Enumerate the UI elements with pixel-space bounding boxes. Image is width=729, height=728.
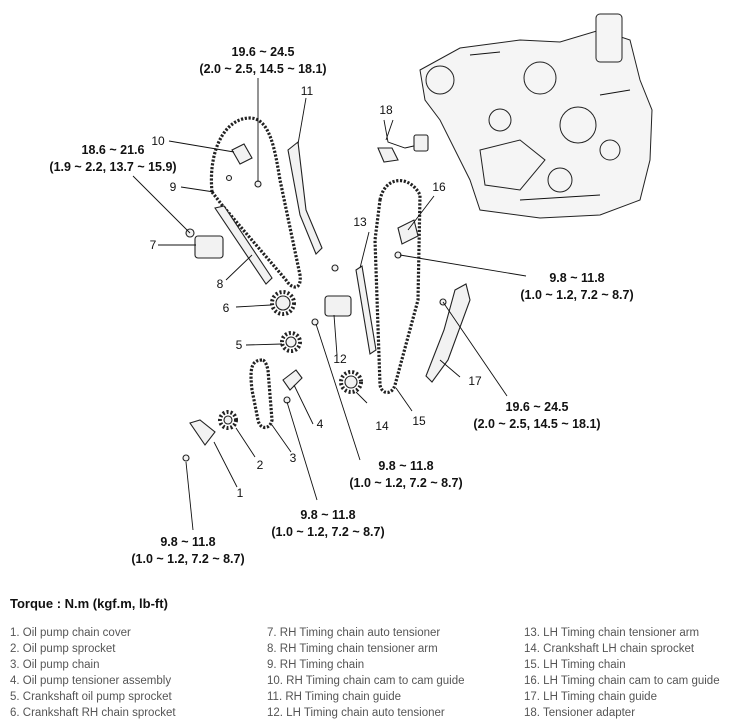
torque-rh-cam-guide-line1: 19.6 ~ 24.5 — [232, 45, 295, 59]
torque-oil-pump-cover-line1: 9.8 ~ 11.8 — [160, 535, 215, 549]
leader-lines — [132, 78, 527, 531]
callout-1: 1 — [237, 486, 244, 500]
oil-pump-sprocket — [218, 410, 238, 430]
legend-item: 4. Oil pump tensioner assembly — [10, 675, 172, 687]
crankshaft-lh-sprocket — [339, 370, 363, 394]
lh-timing-chain — [373, 179, 422, 395]
legend-column-1: 1. Oil pump chain cover 2. Oil pump spro… — [10, 625, 176, 721]
legend-item: 5. Crankshaft oil pump sprocket — [10, 691, 172, 703]
legend-item: 15. LH Timing chain — [524, 659, 626, 671]
legend-item: 1. Oil pump chain cover — [10, 627, 131, 639]
callout-14: 14 — [375, 419, 389, 433]
tensioner-adapter — [377, 119, 429, 163]
torque-oil-pump-cover-line2: (1.0 ~ 1.2, 7.2 ~ 8.7) — [131, 552, 244, 566]
rh-cam-guide — [231, 143, 253, 165]
callout-18: 18 — [379, 103, 393, 117]
legend-item: 11. RH Timing chain guide — [267, 691, 402, 703]
callout-15: 15 — [412, 414, 426, 428]
oil-pump-chain — [249, 358, 274, 430]
rh-tensioner-arm — [214, 205, 273, 285]
callout-16: 16 — [432, 180, 446, 194]
oil-pump-chain-cover — [182, 419, 216, 462]
legend-item: 6. Crankshaft RH chain sprocket — [10, 707, 176, 719]
legend-item: 10. RH Timing chain cam to cam guide — [267, 675, 465, 687]
torque-lh-guide-right-line2: (1.0 ~ 1.2, 7.2 ~ 8.7) — [520, 288, 633, 302]
torque-rh-tensioner-line2: (1.9 ~ 2.2, 13.7 ~ 15.9) — [49, 160, 176, 174]
rh-guide-bolt-icon — [225, 174, 233, 182]
torque-lh-tensioner-line2: (1.0 ~ 1.2, 7.2 ~ 8.7) — [349, 476, 462, 490]
callout-6: 6 — [223, 301, 230, 315]
callout-9: 9 — [170, 180, 177, 194]
torque-units-heading: Torque : N.m (kgf.m, lb-ft) — [10, 596, 168, 611]
torque-lh-guide-right-line1: 9.8 ~ 11.8 — [549, 271, 604, 285]
legend-item: 2. Oil pump sprocket — [10, 643, 116, 655]
legend-item: 7. RH Timing chain auto tensioner — [267, 627, 441, 639]
callout-4: 4 — [317, 417, 324, 431]
torque-oil-pump-tensioner-line1: 9.8 ~ 11.8 — [300, 508, 355, 522]
legend-item: 9. RH Timing chain — [267, 659, 365, 671]
oil-pump-tensioner — [282, 369, 303, 404]
callout-10: 10 — [151, 134, 165, 148]
legend-item: 18. Tensioner adapter — [524, 707, 636, 719]
torque-rh-tensioner-line1: 18.6 ~ 21.6 — [82, 143, 145, 157]
rh-timing-chain — [209, 116, 302, 289]
engine-block-illustration — [419, 13, 653, 219]
callout-2: 2 — [257, 458, 264, 472]
legend-item: 17. LH Timing chain guide — [524, 691, 657, 703]
legend-item: 13. LH Timing chain tensioner arm — [524, 627, 700, 639]
callout-11: 11 — [301, 84, 314, 98]
timing-chain-diagram: 19.6 ~ 24.5 (2.0 ~ 2.5, 14.5 ~ 18.1) 18.… — [49, 13, 653, 566]
legend-item: 3. Oil pump chain — [10, 659, 100, 671]
legend-item: 8. RH Timing chain tensioner arm — [267, 643, 438, 655]
callout-13: 13 — [353, 215, 367, 229]
rh-auto-tensioner — [185, 228, 224, 259]
crankshaft-rh-sprocket — [270, 290, 296, 316]
lh-auto-tensioner — [311, 295, 352, 326]
legend-item: 14. Crankshaft LH chain sprocket — [524, 643, 695, 655]
callout-7: 7 — [150, 238, 157, 252]
lh-cam-guide — [394, 219, 419, 259]
callout-8: 8 — [217, 277, 224, 291]
legend-item: 12. LH Timing chain auto tensioner — [267, 707, 445, 719]
legend-item: 16. LH Timing chain cam to cam guide — [524, 675, 720, 687]
torque-lh-tensioner-line1: 9.8 ~ 11.8 — [378, 459, 433, 473]
legend-column-2: 7. RH Timing chain auto tensioner 8. RH … — [267, 625, 465, 721]
torque-oil-pump-tensioner-line2: (1.0 ~ 1.2, 7.2 ~ 8.7) — [271, 525, 384, 539]
callout-12: 12 — [333, 352, 347, 366]
crankshaft-oil-pump-sprocket — [280, 331, 302, 353]
torque-rh-cam-guide-line2: (2.0 ~ 2.5, 14.5 ~ 18.1) — [199, 62, 326, 76]
torque-lh-chain-guide-line2: (2.0 ~ 2.5, 14.5 ~ 18.1) — [473, 417, 600, 431]
legend-column-3: 13. LH Timing chain tensioner arm 14. Cr… — [524, 625, 720, 721]
callout-3: 3 — [290, 451, 297, 465]
torque-lh-chain-guide-line1: 19.6 ~ 24.5 — [506, 400, 569, 414]
callout-17: 17 — [468, 374, 482, 388]
callout-5: 5 — [236, 338, 243, 352]
